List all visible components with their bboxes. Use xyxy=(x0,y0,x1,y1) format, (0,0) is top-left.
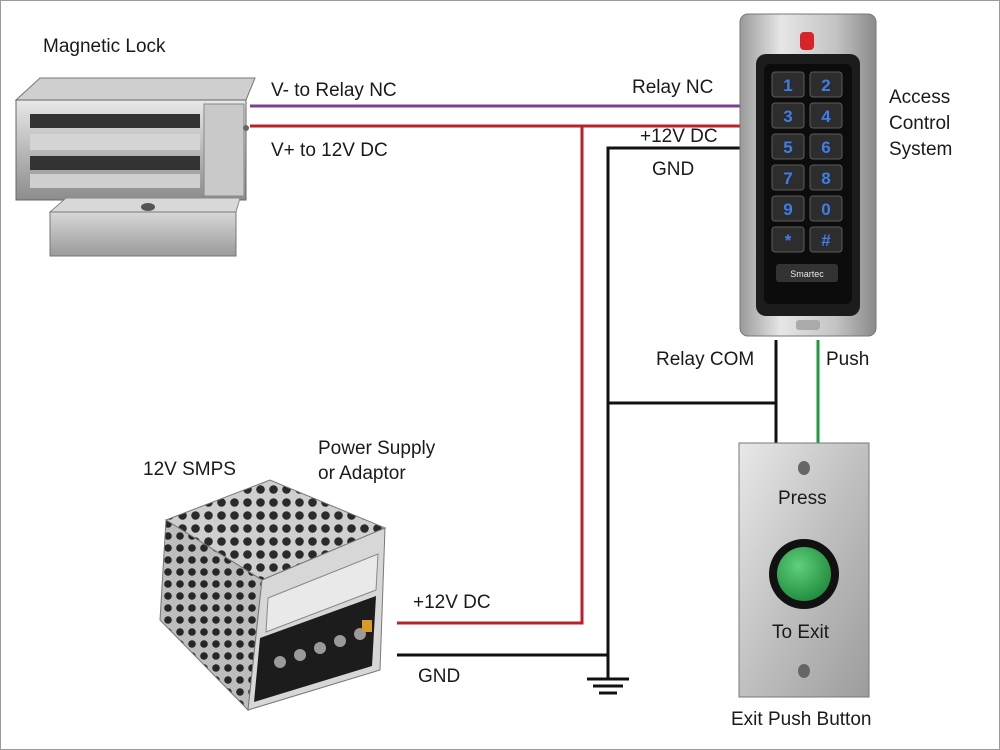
keypad-key-label: * xyxy=(785,231,792,250)
keypad-key-label: 3 xyxy=(783,107,792,126)
keypad-key xyxy=(771,195,805,222)
keypad-key xyxy=(809,102,843,129)
keypad-key xyxy=(809,133,843,160)
v-plus-label: V+ to 12V DC xyxy=(271,140,388,161)
keypad-key xyxy=(809,71,843,98)
plus12-top-label: +12V DC xyxy=(640,126,718,147)
access-control-keypad: 1 2 3 4 5 6 7 8 9 0 * # Smartec xyxy=(739,13,877,337)
keypad-key xyxy=(809,226,843,253)
wire-12v-supply xyxy=(397,126,584,625)
ground-symbol xyxy=(587,655,629,695)
v-minus-label: V- to Relay NC xyxy=(271,80,397,101)
keypad-keys: 1 2 3 4 5 6 7 8 9 0 * # xyxy=(771,71,843,253)
access-label-line3: System xyxy=(889,139,953,160)
green-push-button xyxy=(777,547,831,601)
keypad-key xyxy=(771,71,805,98)
power-supply-label-line2: or Adaptor xyxy=(318,463,406,484)
keypad-key-label: 0 xyxy=(821,200,830,219)
relay-com-label: Relay COM xyxy=(656,349,755,370)
press-label: Press xyxy=(778,488,827,509)
keypad-key-label: 7 xyxy=(783,169,792,188)
relay-nc-label: Relay NC xyxy=(632,77,714,98)
gnd-bottom-label: GND xyxy=(418,666,461,687)
keypad-key xyxy=(771,226,805,253)
keypad-key-label: 4 xyxy=(821,107,831,126)
power-supply-unit xyxy=(159,479,387,712)
keypad-brand: Smartec xyxy=(790,269,824,279)
access-label-line1: Access xyxy=(889,87,951,108)
access-label-line2: Control xyxy=(889,113,951,134)
gnd-top-label: GND xyxy=(652,159,695,180)
exit-push-button xyxy=(738,442,870,698)
magnetic-lock-label: Magnetic Lock xyxy=(43,36,166,57)
keypad-key xyxy=(809,195,843,222)
smps-label: 12V SMPS xyxy=(143,459,236,480)
keypad-key xyxy=(771,133,805,160)
keypad-key-label: 2 xyxy=(821,76,830,95)
keypad-key-label: 9 xyxy=(783,200,792,219)
plus12-bottom-label: +12V DC xyxy=(413,592,491,613)
keypad-key-label: 6 xyxy=(821,138,830,157)
push-label: Push xyxy=(826,349,870,370)
to-exit-label: To Exit xyxy=(772,622,830,643)
keypad-key xyxy=(809,164,843,191)
exit-push-button-label: Exit Push Button xyxy=(731,709,872,730)
keypad-key xyxy=(771,164,805,191)
keypad-key-label: 8 xyxy=(821,169,830,188)
power-supply-label-line1: Power Supply xyxy=(318,438,436,459)
keypad-key-label: 1 xyxy=(783,76,792,95)
keypad-key-label: # xyxy=(821,231,831,250)
keypad-key-label: 5 xyxy=(783,138,792,157)
keypad-key xyxy=(771,102,805,129)
magnetic-lock xyxy=(14,77,256,257)
